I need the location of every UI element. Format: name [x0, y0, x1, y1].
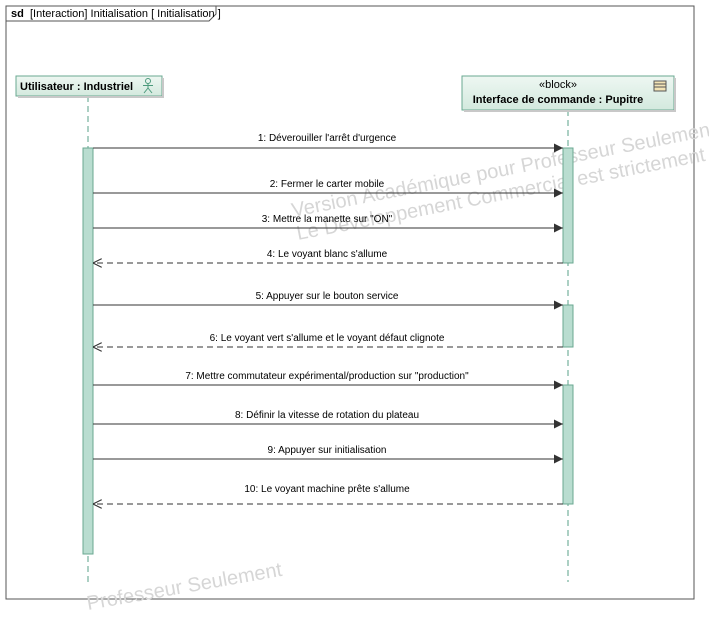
block-activation-bar-1	[562, 147, 574, 264]
block-activation-bar-3	[562, 384, 574, 505]
message-label: 8: Définir la vitesse de rotation du pla…	[235, 410, 419, 421]
actor-stick-figure-icon	[143, 78, 153, 94]
message-7[interactable]: 7: Mettre commutateur expérimental/produ…	[93, 371, 563, 390]
message-6[interactable]: 6: Le voyant vert s'allume et le voyant …	[93, 333, 563, 347]
frame-keyword: sd	[11, 8, 24, 20]
frame-title-tab	[5, 5, 217, 22]
message-label: 3: Mettre la manette sur "ON"	[262, 214, 393, 225]
message-label: 7: Mettre commutateur expérimental/produ…	[185, 371, 469, 382]
message-2[interactable]: 2: Fermer le carter mobile	[93, 179, 563, 198]
message-label: 6: Le voyant vert s'allume et le voyant …	[210, 333, 445, 344]
message-10[interactable]: 10: Le voyant machine prête s'allume	[93, 484, 563, 504]
message-3[interactable]: 3: Mettre la manette sur "ON"	[93, 214, 563, 233]
block-activation-bar-2	[562, 304, 574, 348]
actor-lifeline-head[interactable]: Utilisateur : Industriel	[15, 75, 164, 98]
message-label: 1: Déverouiller l'arrêt d'urgence	[258, 133, 397, 144]
block-lifeline-label: Interface de commande : Pupitre	[473, 94, 644, 106]
block-stereotype: «block»	[539, 79, 577, 91]
block-icon	[653, 80, 667, 92]
actor-activation-bar	[82, 147, 94, 555]
message-label: 10: Le voyant machine prête s'allume	[244, 484, 410, 495]
message-label: 4: Le voyant blanc s'allume	[267, 249, 388, 260]
block-lifeline-head[interactable]: «block» Interface de commande : Pupitre	[461, 75, 676, 112]
message-5[interactable]: 5: Appuyer sur le bouton service	[93, 291, 563, 310]
frame-title: [Interaction] Initialisation [ Initialis…	[30, 8, 221, 20]
message-8[interactable]: 8: Définir la vitesse de rotation du pla…	[93, 410, 563, 429]
message-label: 9: Appuyer sur initialisation	[268, 445, 387, 456]
message-4[interactable]: 4: Le voyant blanc s'allume	[93, 249, 563, 263]
message-label: 2: Fermer le carter mobile	[270, 179, 385, 190]
message-9[interactable]: 9: Appuyer sur initialisation	[93, 445, 563, 464]
message-1[interactable]: 1: Déverouiller l'arrêt d'urgence	[93, 133, 563, 153]
message-label: 5: Appuyer sur le bouton service	[256, 291, 399, 302]
actor-lifeline-label: Utilisateur : Industriel	[20, 81, 133, 93]
